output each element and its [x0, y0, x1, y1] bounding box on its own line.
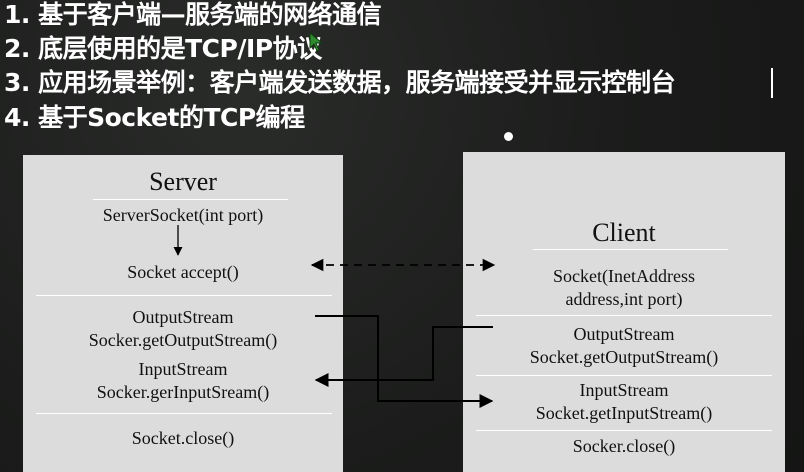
server-title-divider	[93, 199, 288, 200]
laser-pointer-dot	[504, 132, 513, 141]
text-cursor	[771, 68, 773, 98]
server-divider-2	[36, 413, 332, 414]
mouse-pointer-icon	[309, 32, 324, 52]
server-title: Server	[149, 167, 217, 196]
client-title: Client	[592, 218, 656, 247]
client-divider-3	[476, 430, 772, 431]
client-title-divider	[533, 249, 728, 250]
bullet-4: 4. 基于Socket的TCP编程	[4, 103, 305, 132]
client-getoutputstream: Socket.getOutputStream()	[529, 347, 719, 367]
client-divider-1	[476, 315, 772, 316]
server-inputstream: InputStream	[138, 359, 228, 379]
server-getoutputstream: Socker.getOutputStream()	[88, 330, 278, 350]
bullet-3: 3. 应用场景举例：客户端发送数据，服务端接受并显示控制台	[4, 68, 676, 97]
client-getinputstream: Socket.getInputStream()	[535, 403, 713, 423]
server-close: Socket.close()	[131, 428, 235, 448]
client-outputstream: OutputStream	[573, 324, 675, 344]
server-accept: Socket accept()	[127, 262, 239, 282]
client-socket-ctor-1: Socket(InetAddress	[553, 266, 695, 286]
bullet-2: 2. 底层使用的是TCP/IP协议	[4, 34, 322, 63]
server-outputstream: OutputStream	[132, 307, 234, 327]
client-inputstream: InputStream	[579, 380, 669, 400]
server-divider-1	[36, 295, 332, 296]
client-close: Socker.close()	[572, 436, 676, 456]
client-socket-ctor-2: address,int port)	[565, 289, 683, 309]
bullet-1: 1. 基于客户端—服务端的网络通信	[4, 0, 382, 29]
server-getinputstream: Socker.gerInputSream()	[96, 382, 270, 402]
server-box: Server ServerSocket(int port) Socket acc…	[23, 155, 343, 472]
client-divider-2	[476, 375, 772, 376]
server-serversocket: ServerSocket(int port)	[102, 205, 264, 225]
client-box: Client Socket(InetAddress address,int po…	[463, 152, 785, 472]
